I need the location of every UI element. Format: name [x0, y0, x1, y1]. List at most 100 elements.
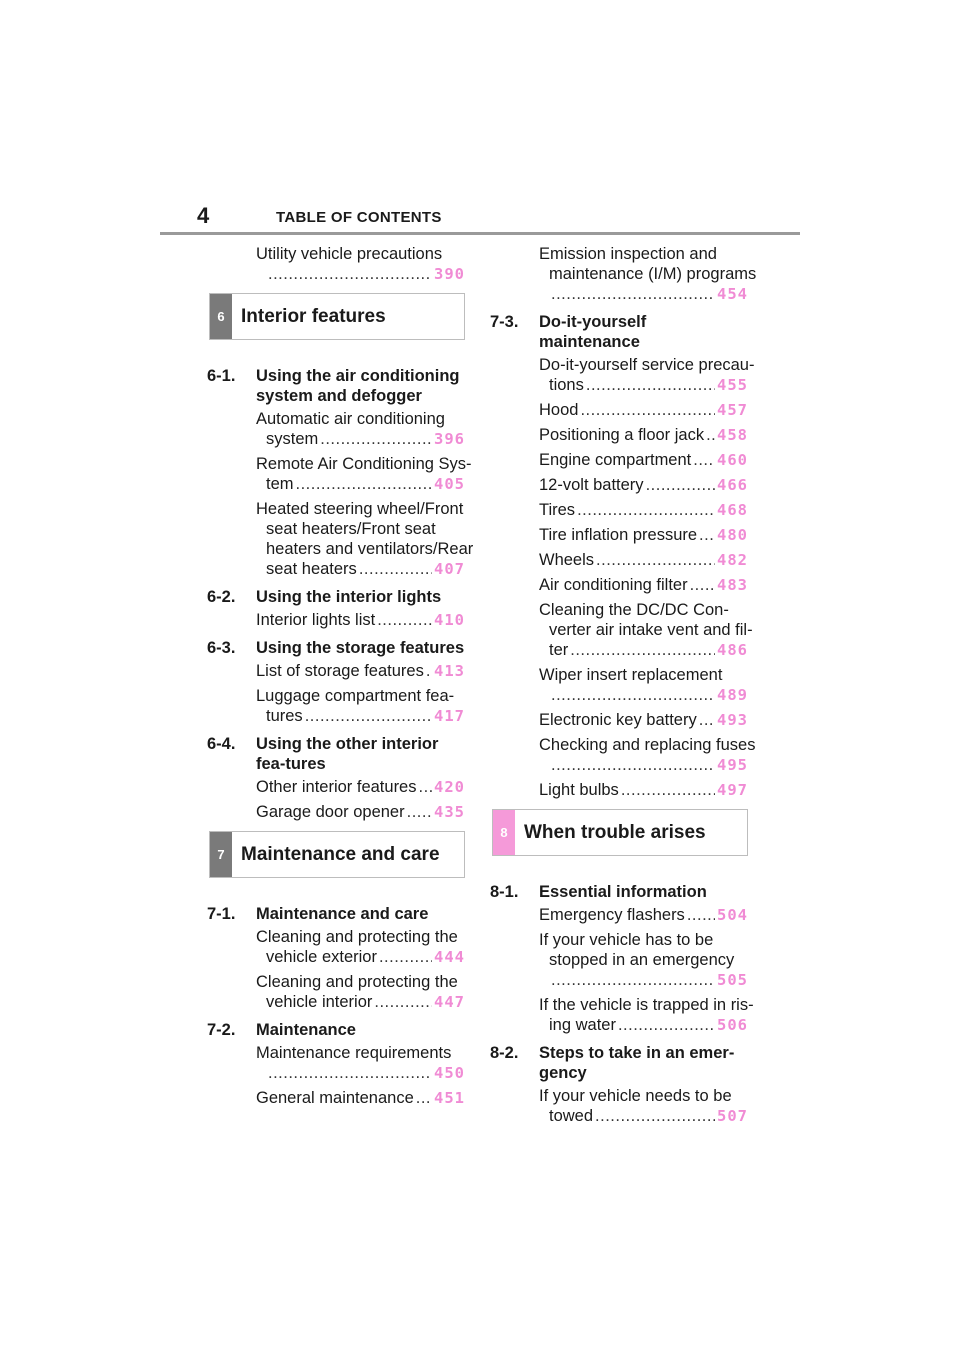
- toc-entry[interactable]: If the vehicle is trapped in ris- ing wa…: [490, 995, 754, 1035]
- toc-page-link[interactable]: 497: [717, 781, 748, 799]
- toc-page-link[interactable]: 407: [434, 560, 465, 578]
- toc-entry-text: ing water: [549, 1016, 616, 1034]
- toc-page-link[interactable]: 486: [717, 641, 748, 659]
- toc-entry-text: tures: [266, 707, 303, 725]
- toc-entry[interactable]: 12-volt battery466: [490, 475, 748, 495]
- toc-entry-text: Checking and replacing fuses: [539, 736, 756, 754]
- toc-entry-text: Positioning a floor jack: [539, 426, 705, 444]
- toc-entry[interactable]: Emergency flashers504: [490, 905, 748, 925]
- leader-dots: [699, 710, 715, 730]
- toc-entry-text: If your vehicle has to be: [539, 931, 714, 949]
- toc-page-link[interactable]: 495: [717, 756, 748, 774]
- toc-page-link[interactable]: 444: [434, 948, 465, 966]
- section-number: 8-2.: [490, 1044, 519, 1062]
- leader-dots: [646, 475, 715, 495]
- toc-entry[interactable]: Wiper insert replacement 489: [490, 665, 748, 705]
- toc-entry-text: tem: [266, 475, 294, 493]
- toc-entry[interactable]: If your vehicle has to be stopped in an …: [490, 930, 748, 990]
- toc-page-link[interactable]: 435: [434, 803, 465, 821]
- toc-page-link[interactable]: 454: [717, 285, 748, 303]
- toc-entry[interactable]: List of storage features413: [207, 661, 465, 681]
- toc-entry[interactable]: Emission inspection and maintenance (I/M…: [490, 244, 756, 304]
- toc-page-link[interactable]: 413: [434, 662, 465, 680]
- leader-dots: [693, 450, 715, 470]
- toc-entry[interactable]: Garage door opener 435: [207, 802, 465, 822]
- leader-dots: [416, 1088, 432, 1108]
- toc-page-link[interactable]: 458: [717, 426, 748, 444]
- toc-entry[interactable]: Luggage compartment fea- tures417: [207, 686, 465, 726]
- toc-entry[interactable]: Light bulbs497: [490, 780, 748, 800]
- toc-page-link[interactable]: 396: [434, 430, 465, 448]
- leader-dots: [426, 661, 432, 681]
- section-title: Maintenance: [256, 1021, 356, 1039]
- toc-page-link[interactable]: 420: [434, 778, 465, 796]
- toc-entry[interactable]: Tire inflation pressure480: [490, 525, 748, 545]
- toc-entry-text: system: [266, 430, 319, 448]
- toc-entry[interactable]: Do-it-yourself service precau- tions455: [490, 355, 754, 395]
- toc-entry[interactable]: Tires468: [490, 500, 748, 520]
- toc-page-link[interactable]: 451: [434, 1089, 465, 1107]
- toc-page-link[interactable]: 480: [717, 526, 748, 544]
- leader-dots: [570, 640, 715, 660]
- toc-page-link[interactable]: 468: [717, 501, 748, 519]
- toc-page-link[interactable]: 457: [717, 401, 748, 419]
- toc-entry[interactable]: If your vehicle needs to be towed507: [490, 1086, 748, 1126]
- toc-page-link[interactable]: 507: [717, 1107, 748, 1125]
- toc-page-link[interactable]: 483: [717, 576, 748, 594]
- toc-page-link[interactable]: 390: [434, 265, 465, 283]
- toc-page-link[interactable]: 410: [434, 611, 465, 629]
- toc-entry-text: ter: [549, 641, 569, 659]
- toc-page-link[interactable]: 506: [717, 1016, 748, 1034]
- toc-entry[interactable]: Cleaning and protecting the vehicle inte…: [207, 972, 465, 1012]
- toc-entry[interactable]: Other interior features420: [207, 777, 465, 797]
- toc-entry-text: Garage door opener: [256, 803, 405, 821]
- leader-dots: [551, 685, 715, 705]
- toc-entry[interactable]: Remote Air Conditioning Sys- tem405: [207, 454, 472, 494]
- leader-dots: [618, 1015, 715, 1035]
- toc-entry[interactable]: Heated steering wheel/Front seat heaters…: [207, 499, 474, 579]
- toc-entry[interactable]: Cleaning the DC/DC Con- verter air intak…: [490, 600, 753, 660]
- toc-entry[interactable]: Automatic air conditioning system 396: [207, 409, 465, 449]
- section-number: 6-4.: [207, 735, 236, 753]
- section-number: 6-2.: [207, 588, 236, 606]
- section-number: 7-2.: [207, 1021, 236, 1039]
- toc-entry[interactable]: Wheels482: [490, 550, 748, 570]
- toc-entry[interactable]: Engine compartment460: [490, 450, 748, 470]
- section-number: 7-1.: [207, 905, 236, 923]
- toc-entry[interactable]: Checking and replacing fuses 495: [490, 735, 756, 775]
- toc-entry[interactable]: Cleaning and protecting the vehicle exte…: [207, 927, 465, 967]
- toc-page-link[interactable]: 417: [434, 707, 465, 725]
- chapter-header-8: 8 When trouble arises: [492, 809, 748, 856]
- toc-page-link[interactable]: 460: [717, 451, 748, 469]
- leader-dots: [419, 777, 433, 797]
- toc-entry[interactable]: Electronic key battery493: [490, 710, 748, 730]
- toc-entry[interactable]: Hood457: [490, 400, 748, 420]
- toc-page-link[interactable]: 493: [717, 711, 748, 729]
- toc-page-link[interactable]: 489: [717, 686, 748, 704]
- toc-entry[interactable]: General maintenance451: [207, 1088, 465, 1108]
- toc-entry-text: Automatic air conditioning: [256, 410, 445, 428]
- toc-entry-text: verter air intake vent and fil-: [549, 621, 753, 639]
- leader-dots: [621, 780, 715, 800]
- toc-page-link[interactable]: 482: [717, 551, 748, 569]
- toc-entry-text: heaters and ventilators/Rear: [266, 540, 474, 558]
- toc-entry[interactable]: Utility vehicle precautions 390: [207, 244, 465, 284]
- toc-page-link[interactable]: 455: [717, 376, 748, 394]
- toc-page-link[interactable]: 505: [717, 971, 748, 989]
- toc-entry-text: vehicle interior: [266, 993, 373, 1011]
- toc-entry[interactable]: Maintenance requirements 450: [207, 1043, 465, 1083]
- toc-page-link[interactable]: 504: [717, 906, 748, 924]
- chapter-number-badge: 7: [210, 832, 232, 877]
- leader-dots: [551, 755, 715, 775]
- toc-page-link[interactable]: 466: [717, 476, 748, 494]
- section-number: 7-3.: [490, 313, 519, 331]
- section-title: Maintenance and care: [256, 905, 429, 923]
- toc-page-link[interactable]: 405: [434, 475, 465, 493]
- leader-dots: [706, 425, 715, 445]
- toc-page-link[interactable]: 450: [434, 1064, 465, 1082]
- toc-page-link[interactable]: 447: [434, 993, 465, 1011]
- toc-entry[interactable]: Air conditioning filter483: [490, 575, 748, 595]
- toc-entry[interactable]: Positioning a floor jack 458: [490, 425, 748, 445]
- toc-entry[interactable]: Interior lights list410: [207, 610, 465, 630]
- leader-dots: [577, 500, 715, 520]
